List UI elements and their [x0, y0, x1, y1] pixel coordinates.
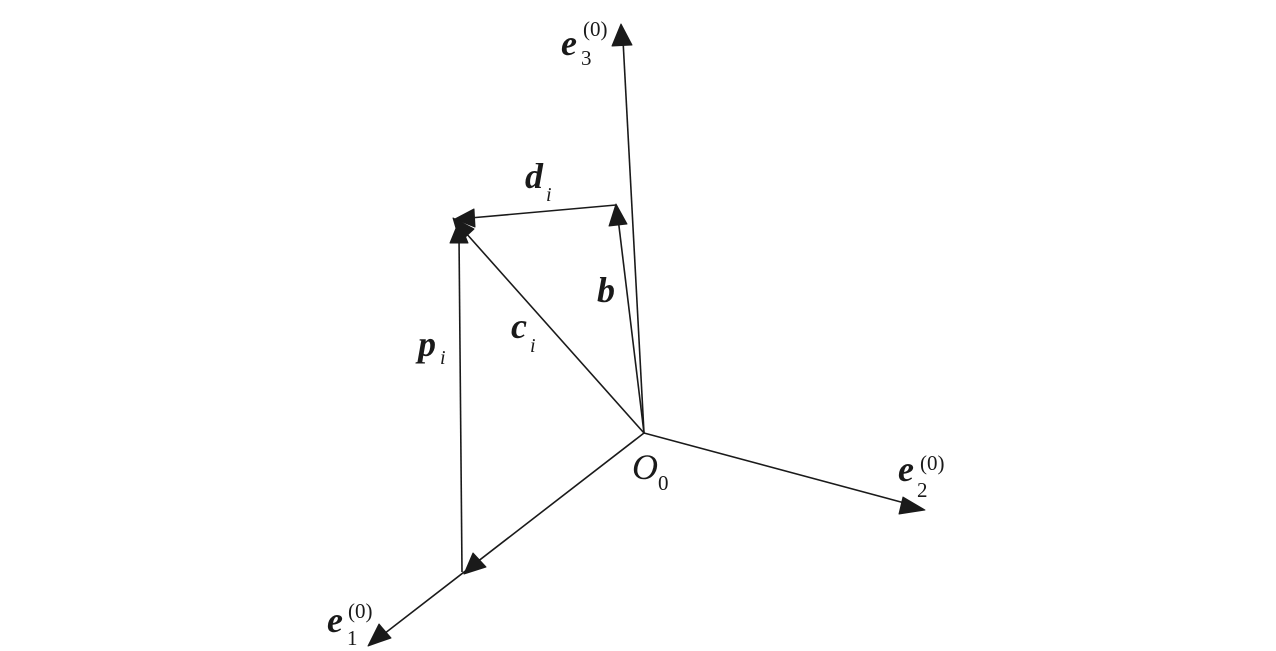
e1-mid-arrow — [463, 552, 487, 575]
label-p: p i — [415, 324, 446, 369]
svg-text:b: b — [597, 270, 615, 310]
label-d: d i — [525, 156, 552, 206]
svg-text:0: 0 — [658, 471, 669, 495]
axis-e3-arrow — [611, 23, 645, 434]
axis-e2-arrow — [643, 432, 926, 515]
label-origin: O 0 — [632, 447, 669, 495]
svg-text:p: p — [415, 324, 436, 364]
svg-text:i: i — [530, 335, 536, 357]
svg-text:i: i — [440, 347, 446, 369]
svg-text:i: i — [546, 184, 552, 206]
svg-text:(0): (0) — [583, 17, 608, 41]
svg-text:1: 1 — [347, 626, 358, 650]
vector-d-arrow — [454, 204, 617, 228]
svg-text:(0): (0) — [920, 451, 945, 475]
label-c: c i — [511, 306, 536, 357]
axis-e1-arrow — [367, 432, 645, 647]
vector-c-arrow — [452, 217, 645, 434]
svg-text:e: e — [327, 600, 343, 640]
svg-text:O: O — [632, 447, 658, 487]
svg-text:3: 3 — [581, 46, 592, 70]
svg-text:e: e — [898, 449, 914, 489]
svg-text:2: 2 — [917, 478, 928, 502]
svg-text:(0): (0) — [348, 599, 373, 623]
vector-b-arrow — [608, 203, 645, 434]
vector-p-arrow — [449, 220, 469, 573]
label-e1: e (0) 1 — [327, 599, 373, 650]
svg-text:e: e — [561, 23, 577, 63]
svg-text:c: c — [511, 306, 527, 346]
svg-text:d: d — [525, 156, 544, 196]
label-e3: e (0) 3 — [561, 17, 608, 70]
label-b: b — [597, 270, 615, 310]
label-e2: e (0) 2 — [898, 449, 945, 502]
